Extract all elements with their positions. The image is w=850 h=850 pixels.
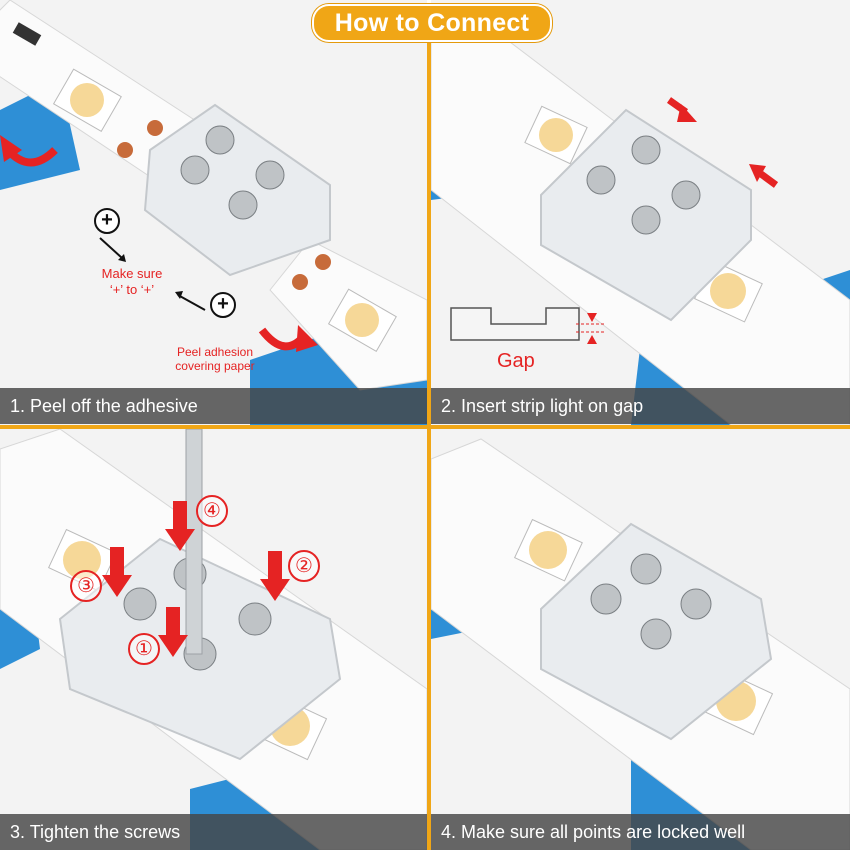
- gap-label: Gap: [497, 350, 535, 372]
- plus-icon-right: +: [210, 292, 236, 318]
- step3-caption: 3. Tighten the screws: [0, 814, 427, 850]
- plus-icon-left: +: [94, 208, 120, 234]
- step4-illustration: [431, 438, 850, 850]
- polarity-note-line2: ‘+’ to ‘+’: [109, 282, 155, 297]
- peel-note-line1: Peel adhesion: [176, 345, 254, 359]
- step1-panel: + + Make sure ‘+’ to ‘+’ Peel adhesion c…: [0, 0, 427, 425]
- step2-illustration: [431, 19, 850, 425]
- step2-panel: Gap 2. Insert strip light on gap: [431, 0, 850, 425]
- step4-caption: 4. Make sure all points are locked well: [431, 814, 850, 850]
- screw-step-2: ②: [288, 550, 320, 582]
- horizontal-divider: [0, 425, 850, 429]
- screw-step-1: ①: [128, 633, 160, 665]
- peel-note: Peel adhesion covering paper: [160, 345, 270, 373]
- step1-caption: 1. Peel off the adhesive: [0, 388, 427, 424]
- polarity-note-line1: Make sure: [101, 266, 163, 281]
- screw-step-3: ③: [70, 570, 102, 602]
- screw-step-4: ④: [196, 495, 228, 527]
- peel-note-line2: covering paper: [175, 359, 255, 373]
- polarity-note: Make sure ‘+’ to ‘+’: [82, 266, 182, 298]
- step3-illustration: [0, 429, 427, 850]
- step1-illustration: [0, 0, 427, 425]
- step3-panel: ① ② ③ ④ 3. Tighten the screws: [0, 429, 427, 850]
- step2-caption: 2. Insert strip light on gap: [431, 388, 850, 424]
- step4-panel: 4. Make sure all points are locked well: [431, 429, 850, 850]
- page-title: How to Connect: [312, 4, 552, 42]
- vertical-divider: [427, 36, 431, 850]
